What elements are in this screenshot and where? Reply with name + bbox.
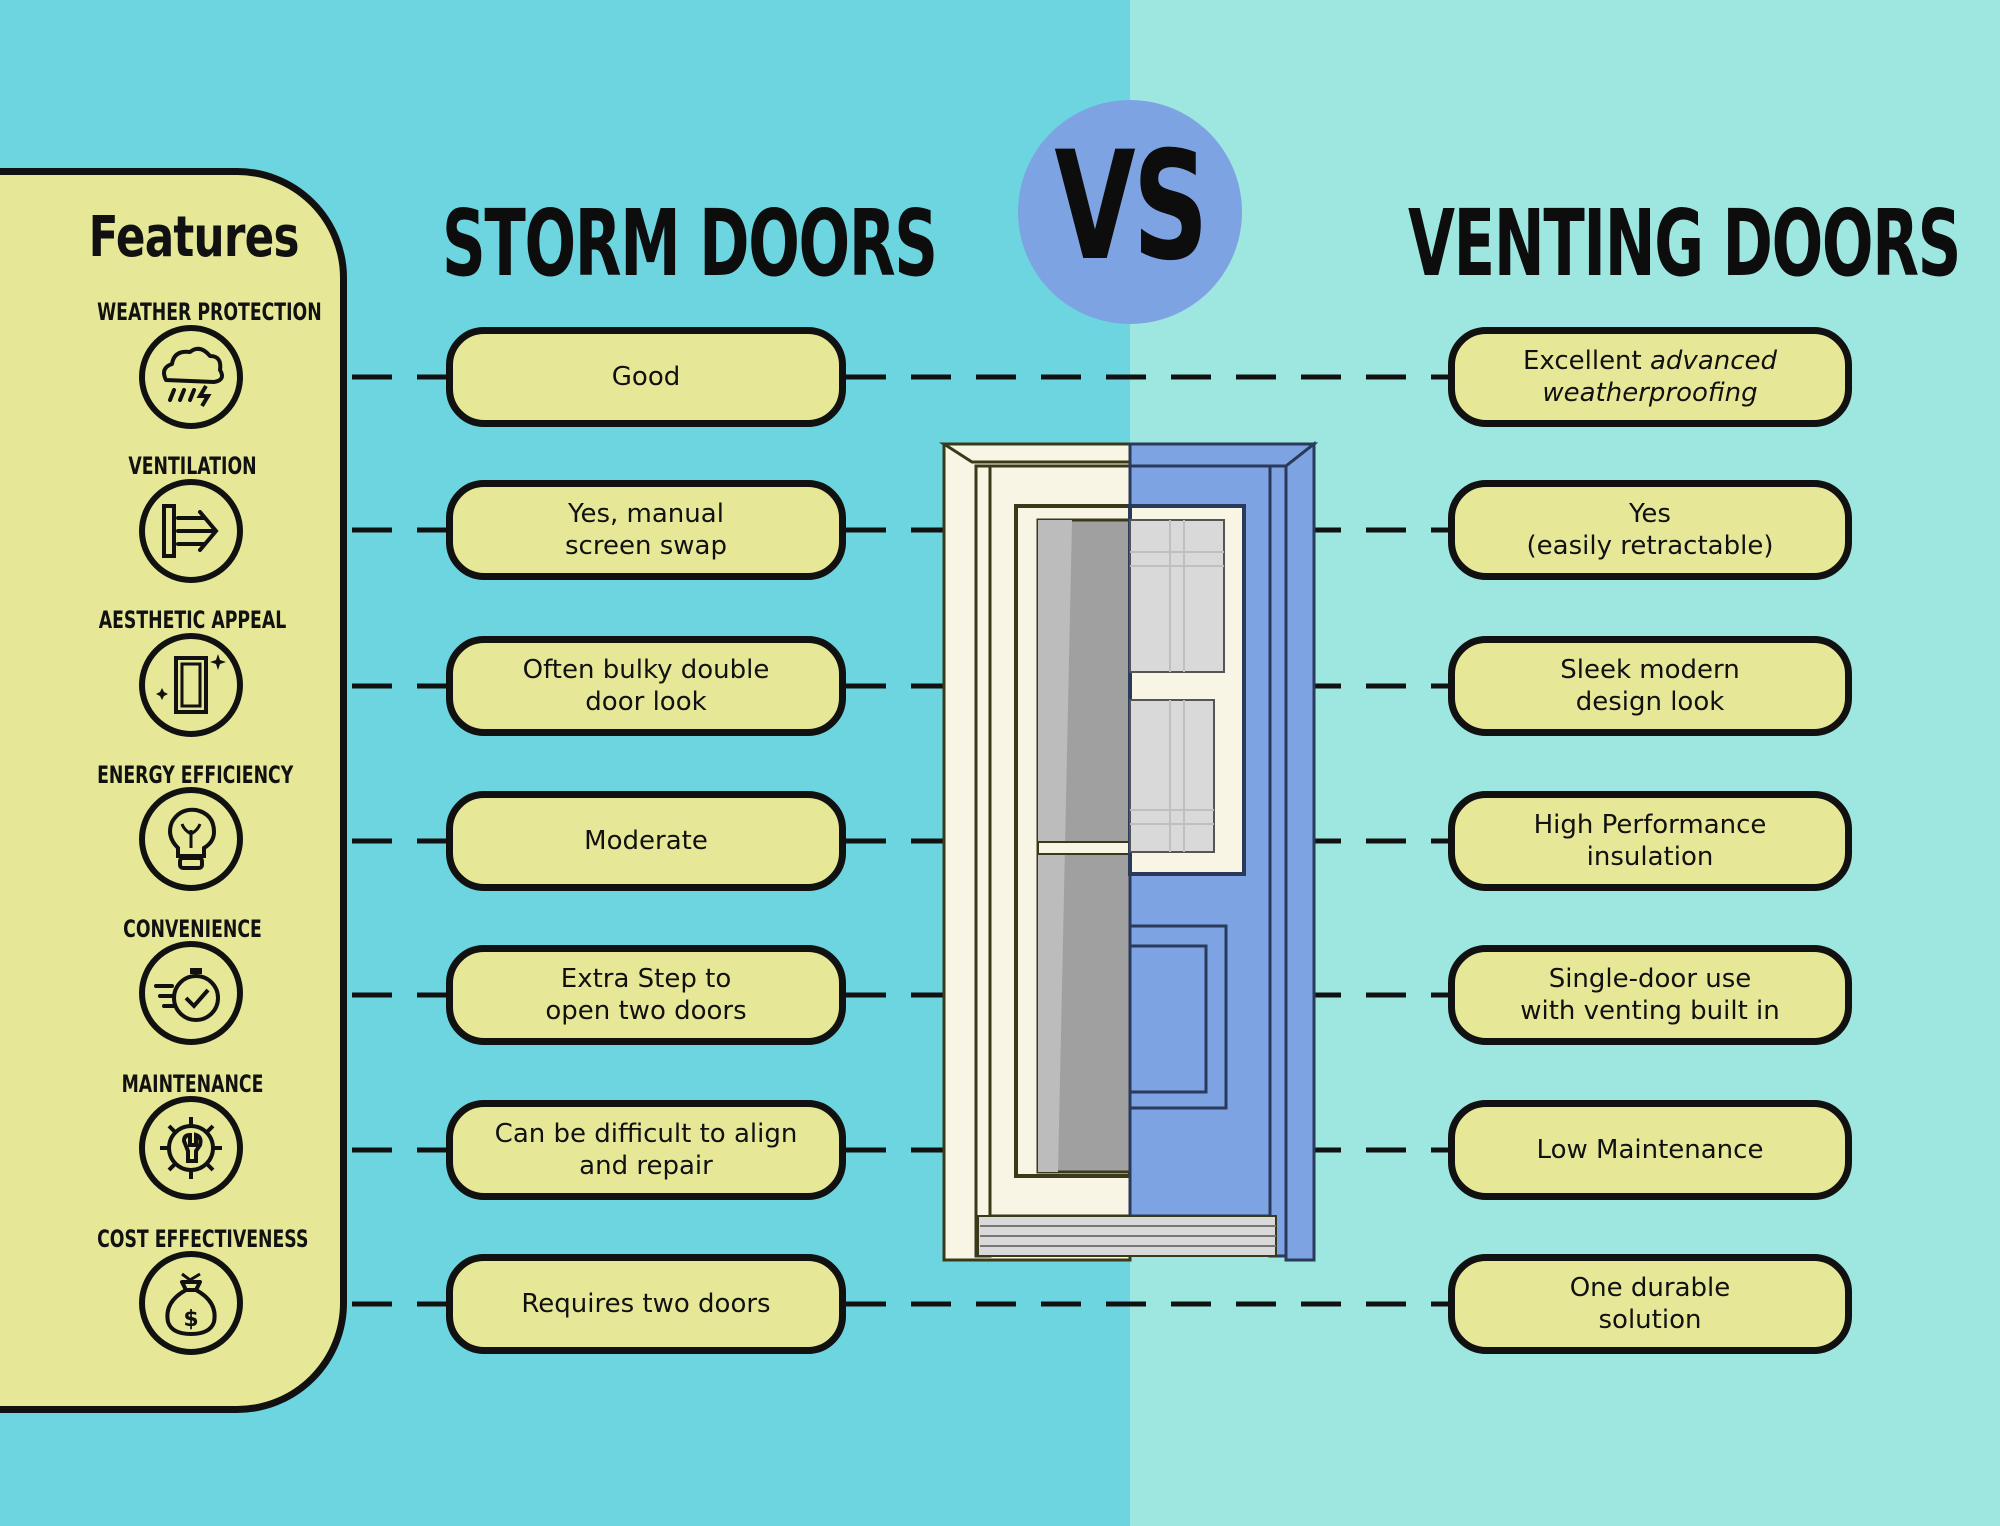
feature-label-cost-effectiveness: COST EFFECTIVENESS [97, 1225, 309, 1253]
venting-value-cost-effectiveness: One durable solution [1448, 1254, 1852, 1354]
stopwatch-check-icon [139, 941, 243, 1045]
feature-label-aesthetic-appeal: AESTHETIC APPEAL [98, 606, 287, 634]
lightbulb-icon [139, 787, 243, 891]
storm-value-aesthetic-appeal: Often bulky double door look [446, 636, 846, 736]
storm-value-energy-efficiency: Moderate [446, 791, 846, 891]
venting-value-weather-protection: Excellent advanced weatherproofing [1448, 327, 1852, 427]
svg-text:$: $ [183, 1307, 198, 1332]
venting-value-maintenance: Low Maintenance [1448, 1100, 1852, 1200]
feature-label-maintenance: MAINTENANCE [121, 1070, 264, 1098]
gear-wrench-icon [139, 1096, 243, 1200]
venting-value-ventilation: Yes (easily retractable) [1448, 480, 1852, 580]
storm-value-maintenance: Can be difficult to align and repair [446, 1100, 846, 1200]
venting-value-convenience: Single-door use with venting built in [1448, 945, 1852, 1045]
venting-value-weather-italic: advanced weatherproofing [1542, 346, 1778, 408]
cloud-rain-icon [139, 325, 243, 429]
venting-value-aesthetic-appeal: Sleek modern design look [1448, 636, 1852, 736]
feature-label-ventilation: VENTILATION [128, 452, 257, 480]
airflow-icon [139, 479, 243, 583]
money-bag-icon: $ [139, 1251, 243, 1355]
door-sparkle-icon [139, 633, 243, 737]
vs-text: VS [1054, 120, 1208, 294]
storm-value-weather-protection: Good [446, 327, 846, 427]
vs-badge [1018, 100, 1242, 324]
features-title: Features [88, 205, 300, 270]
feature-label-weather-protection: WEATHER PROTECTION [97, 298, 322, 326]
storm-value-cost-effectiveness: Requires two doors [446, 1254, 846, 1354]
storm-doors-title: STORM DOORS [442, 190, 938, 297]
feature-label-energy-efficiency: ENERGY EFFICIENCY [97, 761, 294, 789]
venting-doors-title: VENTING DOORS [1408, 190, 1961, 297]
storm-value-convenience: Extra Step to open two doors [446, 945, 846, 1045]
storm-value-ventilation: Yes, manual screen swap [446, 480, 846, 580]
feature-label-convenience: CONVENIENCE [123, 915, 262, 943]
venting-value-energy-efficiency: High Performance insulation [1448, 791, 1852, 891]
